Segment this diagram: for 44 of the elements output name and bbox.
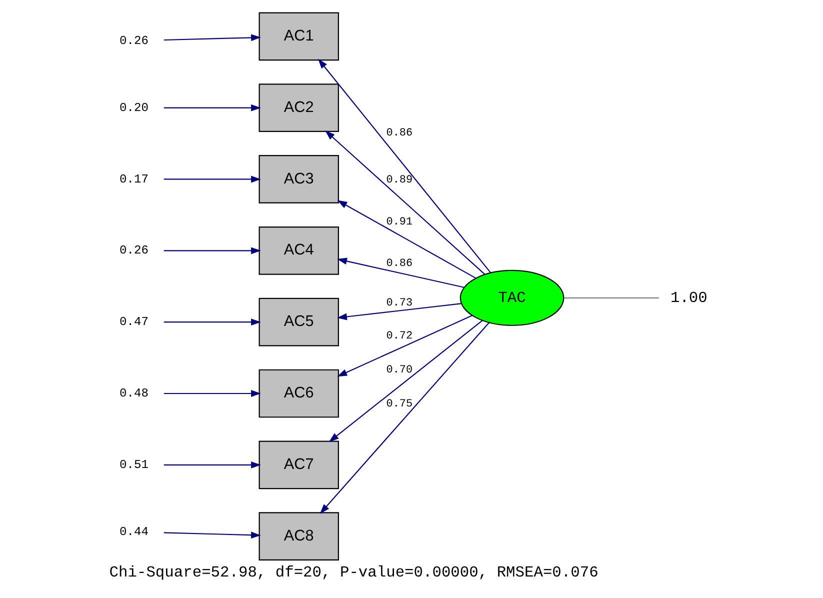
arrow: [164, 461, 261, 468]
edge-label: 0.70: [386, 364, 413, 377]
edge-label: 0.86: [386, 127, 413, 140]
arrow: [164, 318, 261, 326]
node-box: AC8: [258, 512, 339, 560]
edge-label: 0.72: [386, 330, 413, 343]
arrow: [325, 130, 486, 275]
arrow: [337, 258, 464, 288]
node-box: AC3: [258, 155, 339, 204]
node-text: 0.51: [120, 458, 149, 472]
node-text: 0.48: [120, 386, 149, 401]
node-box: AC4: [258, 226, 339, 275]
arrow: [320, 322, 490, 514]
node-box: AC2: [258, 84, 339, 132]
edge-label: 0.73: [386, 298, 413, 310]
arrow: [337, 314, 472, 377]
arrow: [164, 247, 261, 254]
arrow: [164, 390, 261, 397]
edge-label: 0.75: [386, 398, 413, 411]
node-text: 0.17: [120, 172, 149, 186]
node-box: AC6: [258, 369, 339, 418]
node-text: 0.26: [120, 244, 149, 258]
node-text: 0.47: [120, 315, 149, 330]
arrow: [164, 532, 261, 539]
arrow: [328, 320, 483, 442]
node-text: 0.20: [120, 100, 149, 115]
arrow: [164, 34, 261, 42]
node-text: 1.00: [670, 288, 708, 307]
edge-label: 0.91: [386, 216, 413, 228]
node-box: AC1: [258, 12, 339, 61]
node-box: AC5: [258, 298, 339, 346]
caption: Chi-Square=52.98, df=20, P-value=0.00000, RMSEA=0.076: [109, 564, 598, 582]
edge-label: 0.86: [386, 258, 413, 270]
arrow: [164, 104, 261, 112]
arrow: [337, 303, 462, 320]
node-box: AC7: [258, 440, 339, 490]
node-text: 0.26: [120, 34, 149, 48]
arrow: [318, 58, 491, 273]
node-text: 0.44: [120, 525, 149, 540]
arrow: [337, 200, 476, 279]
node-ellipse: TAC: [460, 270, 564, 326]
connector: [564, 297, 659, 298]
edge-label: 0.89: [386, 174, 413, 187]
arrow: [164, 176, 261, 183]
